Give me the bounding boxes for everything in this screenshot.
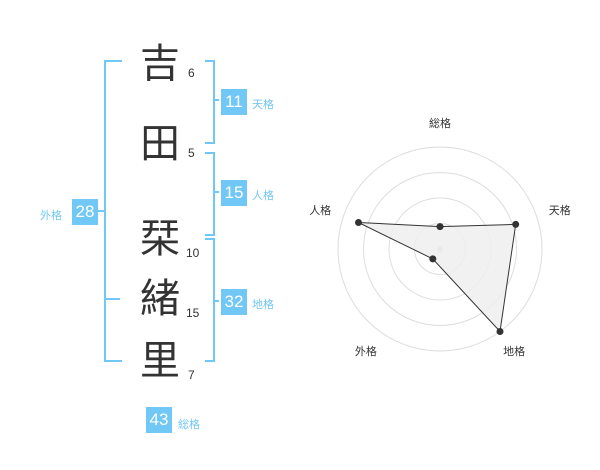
bracket-jinkaku-tick <box>213 191 219 193</box>
stroke-count-2: 5 <box>188 146 195 160</box>
radar-ring-4 <box>337 146 543 352</box>
stroke-count-4: 15 <box>186 306 200 320</box>
soukaku-label: 総格 <box>178 418 200 431</box>
radar-point-5 <box>355 219 362 226</box>
name-char-5: 里 <box>140 338 180 384</box>
bracket-gaikaku-tick <box>98 210 104 212</box>
radar-axis-label-4: 外格 <box>355 344 377 358</box>
chikaku-value: 32 <box>221 289 247 315</box>
stroke-count-1: 6 <box>188 66 195 80</box>
soukaku-value: 43 <box>146 407 172 433</box>
bracket-tenkaku <box>205 60 215 144</box>
stroke-count-5: 7 <box>188 368 195 382</box>
radar-point-1 <box>436 223 444 231</box>
gaikaku-value: 28 <box>72 199 98 225</box>
tenkaku-label: 天格 <box>252 98 274 111</box>
jinkaku-value: 15 <box>221 180 247 206</box>
radar-axis-label-3: 地格 <box>503 344 525 358</box>
bracket-gaikaku-mid <box>104 298 120 300</box>
radar-point-3 <box>496 328 504 335</box>
radar-ring-3 <box>363 172 517 326</box>
bracket-jinkaku <box>205 152 215 236</box>
radar-point-4 <box>429 255 437 263</box>
radar-axis-label-5: 人格 <box>309 203 331 217</box>
name-char-4: 緒 <box>140 276 180 322</box>
gaikaku-label: 外格 <box>40 209 62 222</box>
chikaku-label: 地格 <box>252 298 274 311</box>
name-char-3: 栞 <box>140 216 180 262</box>
radar-series-polygon <box>358 222 517 333</box>
name-char-2: 田 <box>140 121 180 167</box>
radar-axis-label-1: 総格 <box>429 116 451 130</box>
bracket-tenkaku-tick <box>213 99 219 101</box>
name-char-1: 吉 <box>140 41 180 87</box>
stroke-count-3: 10 <box>186 246 200 260</box>
radar-axis-label-2: 天格 <box>549 203 571 217</box>
jinkaku-label: 人格 <box>252 189 274 202</box>
bracket-chikaku-tick <box>213 300 219 302</box>
bracket-gaikaku <box>104 60 122 362</box>
radar-point-2 <box>512 220 520 228</box>
tenkaku-value: 11 <box>221 89 247 115</box>
